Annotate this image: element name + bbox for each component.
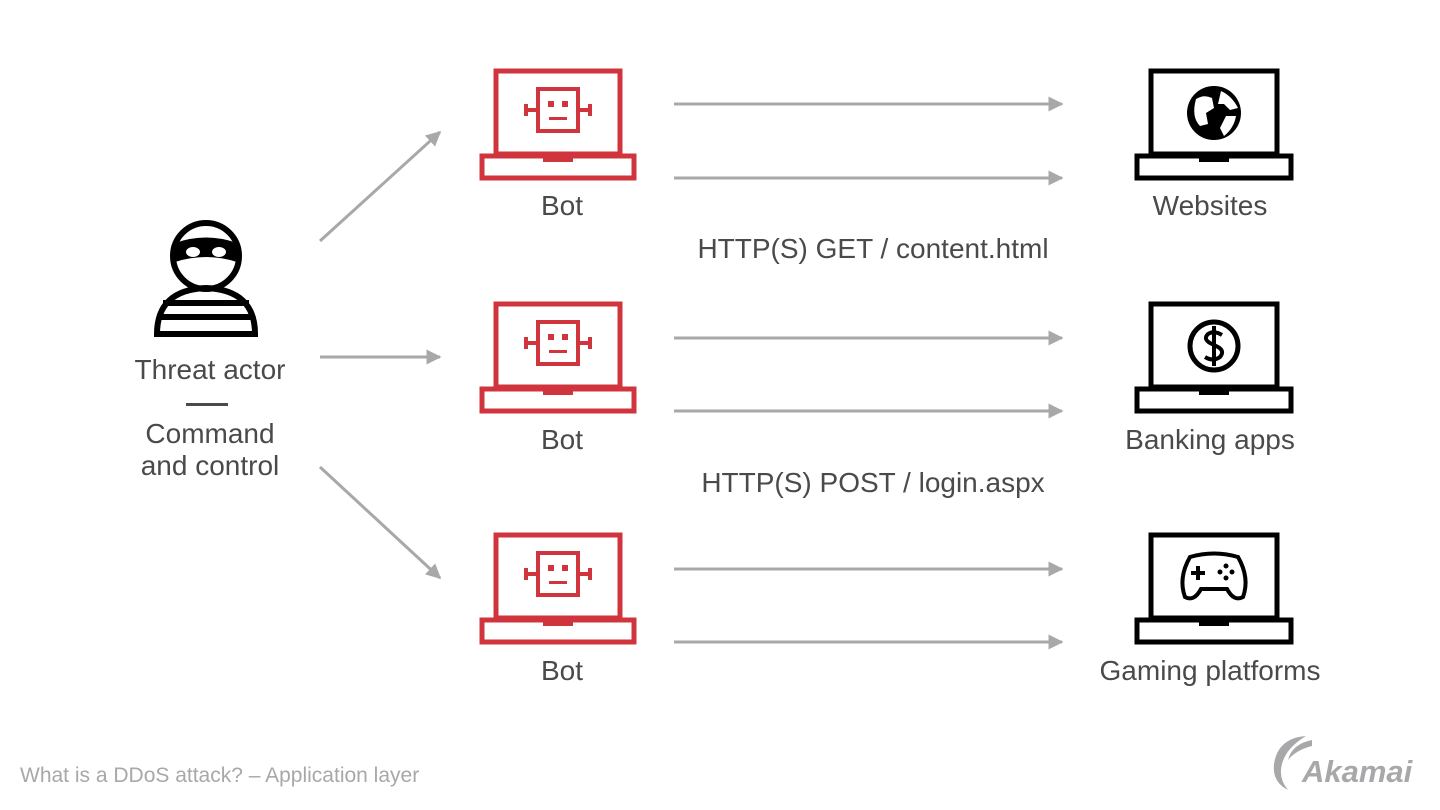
request-post-label: HTTP(S) POST / login.aspx — [701, 467, 1045, 498]
target-label-banking: Banking apps — [1125, 424, 1295, 455]
control-label: and control — [140, 450, 280, 481]
bot-laptop-icon-1 — [482, 71, 634, 178]
arrow-to-bot-1 — [318, 130, 442, 243]
gamepad-laptop-icon — [1137, 535, 1291, 642]
akamai-swoosh-icon — [1273, 736, 1312, 790]
globe-laptop-icon — [1137, 71, 1291, 178]
masked-person-icon — [153, 220, 259, 337]
akamai-logo: Akamai — [1266, 730, 1422, 794]
command-label: Command — [145, 418, 275, 449]
arrow-to-bot-3 — [318, 465, 442, 580]
bot-label-2: Bot — [540, 424, 584, 455]
target-label-gaming: Gaming platforms — [1099, 655, 1321, 686]
request-get-label: HTTP(S) GET / content.html — [697, 233, 1049, 264]
bot-label-3: Bot — [540, 655, 584, 686]
separator-dash — [186, 403, 228, 406]
bot-laptop-icon-2 — [482, 304, 634, 411]
target-label-websites: Websites — [1152, 190, 1268, 221]
footer-caption: What is a DDoS attack? – Application lay… — [20, 764, 420, 787]
dollar-laptop-icon — [1137, 304, 1291, 411]
bot-label-1: Bot — [540, 190, 584, 221]
akamai-wordmark: Akamai — [1302, 754, 1413, 789]
threat-actor-label: Threat actor — [134, 354, 286, 385]
bot-laptop-icon-3 — [482, 535, 634, 642]
